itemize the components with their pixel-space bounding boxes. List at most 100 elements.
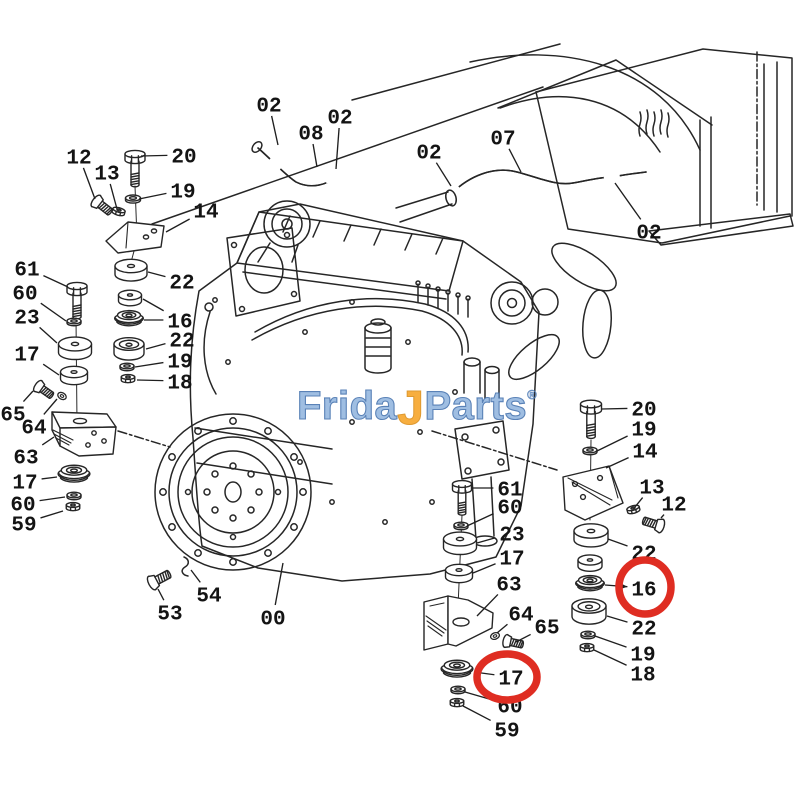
engine-illustration bbox=[117, 43, 794, 582]
callout-label-17: 17 bbox=[498, 669, 523, 692]
cushion-cup-22 bbox=[114, 338, 144, 360]
bolt-12 bbox=[89, 194, 115, 219]
callout-leader bbox=[435, 162, 452, 187]
callout-leader bbox=[147, 271, 166, 278]
radiator bbox=[351, 43, 794, 246]
callout-leader bbox=[594, 635, 627, 648]
callout-leader bbox=[42, 363, 60, 376]
callout-label-02: 02 bbox=[256, 96, 281, 119]
callout-leader bbox=[41, 436, 55, 446]
callout-label-60: 60 bbox=[497, 498, 522, 521]
callout-leader bbox=[476, 537, 496, 544]
callout-leader bbox=[39, 326, 58, 344]
callout-leader bbox=[270, 115, 279, 146]
callout-label-19: 19 bbox=[167, 352, 192, 375]
nut-13 bbox=[112, 206, 126, 217]
callout-leader bbox=[596, 435, 628, 452]
hose-clamp-02 bbox=[324, 170, 342, 184]
callout-leader bbox=[634, 497, 644, 508]
callout-leader bbox=[134, 361, 164, 368]
callout-label-08: 08 bbox=[298, 124, 323, 147]
callout-label-22: 22 bbox=[631, 619, 656, 642]
callout-leader bbox=[606, 615, 628, 623]
callout-leader bbox=[82, 167, 96, 200]
washer-64 bbox=[57, 391, 67, 401]
callout-leader bbox=[508, 148, 522, 173]
washer-19 bbox=[120, 363, 134, 371]
callout-leader bbox=[140, 154, 168, 157]
callout-label-65: 65 bbox=[0, 405, 25, 428]
nut-59 bbox=[66, 503, 80, 511]
callout-label-16: 16 bbox=[631, 580, 656, 603]
phantom-line-left bbox=[117, 430, 171, 448]
callout-label-14: 14 bbox=[632, 442, 657, 465]
bracket-63 bbox=[51, 411, 117, 457]
callout-leader bbox=[22, 390, 34, 402]
callout-leader bbox=[165, 218, 190, 233]
callout-label-19: 19 bbox=[631, 420, 656, 443]
crank-pulley bbox=[490, 281, 534, 325]
hose-clamp-02 bbox=[603, 171, 621, 185]
callout-label-17: 17 bbox=[499, 549, 524, 572]
callout-label-02: 02 bbox=[416, 143, 441, 166]
cushion-disc-22 bbox=[115, 259, 147, 281]
callout-leader bbox=[466, 513, 494, 527]
cushion-disc-17 bbox=[61, 366, 88, 384]
watermark-orange-glyph: J bbox=[397, 382, 424, 435]
clip-54 bbox=[181, 556, 189, 577]
callout-label-19: 19 bbox=[630, 645, 655, 668]
callout-label-07: 07 bbox=[490, 129, 515, 152]
callout-label-19: 19 bbox=[170, 182, 195, 205]
callout-label-16: 16 bbox=[167, 312, 192, 335]
bolt-65 bbox=[32, 379, 56, 401]
callout-label-61: 61 bbox=[14, 260, 39, 283]
hose-clamp-02 bbox=[267, 154, 285, 172]
flywheel-housing bbox=[154, 413, 312, 571]
callout-leader bbox=[41, 476, 58, 480]
watermark-fridayparts: FridaJParts® bbox=[297, 382, 537, 435]
nut-18 bbox=[580, 644, 594, 652]
washer-19 bbox=[581, 631, 595, 639]
red-highlight-circles bbox=[473, 556, 675, 704]
washer-60 bbox=[454, 522, 468, 530]
washer-60 bbox=[67, 318, 81, 326]
washer-60 bbox=[451, 686, 465, 694]
callout-label-17: 17 bbox=[12, 473, 37, 496]
callout-label-23: 23 bbox=[499, 525, 524, 548]
callout-label-63: 63 bbox=[496, 575, 521, 598]
callout-label-23: 23 bbox=[14, 308, 39, 331]
callout-leader-lines bbox=[22, 115, 665, 722]
callout-label-60: 60 bbox=[12, 284, 37, 307]
cooling-fan bbox=[490, 242, 617, 381]
callout-label-20: 20 bbox=[171, 147, 196, 170]
callout-leader bbox=[136, 379, 164, 382]
callout-labels: 1213201914221622191861602317656463176059… bbox=[0, 96, 686, 744]
washer-64 bbox=[489, 631, 501, 641]
callout-label-53: 53 bbox=[157, 604, 182, 627]
callout-leader bbox=[274, 562, 284, 606]
callout-leader bbox=[43, 274, 69, 288]
bolt-65 bbox=[502, 634, 525, 651]
callout-label-22: 22 bbox=[169, 273, 194, 296]
callout-label-22: 22 bbox=[169, 331, 194, 354]
bolt-53 bbox=[146, 567, 174, 591]
callout-label-60: 60 bbox=[10, 495, 35, 518]
callout-label-61: 61 bbox=[497, 480, 522, 503]
callout-label-20: 20 bbox=[631, 400, 656, 423]
callout-label-18: 18 bbox=[167, 373, 192, 396]
callout-leader bbox=[190, 569, 201, 583]
callout-leader bbox=[43, 398, 58, 415]
nut-18 bbox=[121, 375, 135, 383]
heater-hose-08 bbox=[251, 140, 342, 187]
highlight-ellipse bbox=[473, 650, 541, 704]
callout-leader bbox=[660, 514, 665, 519]
cushion-disc-16 bbox=[119, 290, 142, 306]
cushion-disc-17 bbox=[446, 564, 473, 582]
callout-leader bbox=[145, 342, 166, 350]
callout-label-63: 63 bbox=[13, 448, 38, 471]
bolt-61 bbox=[453, 481, 472, 516]
callout-leader bbox=[109, 183, 118, 210]
washer-19 bbox=[583, 447, 597, 455]
callout-label-00: 00 bbox=[260, 609, 285, 632]
